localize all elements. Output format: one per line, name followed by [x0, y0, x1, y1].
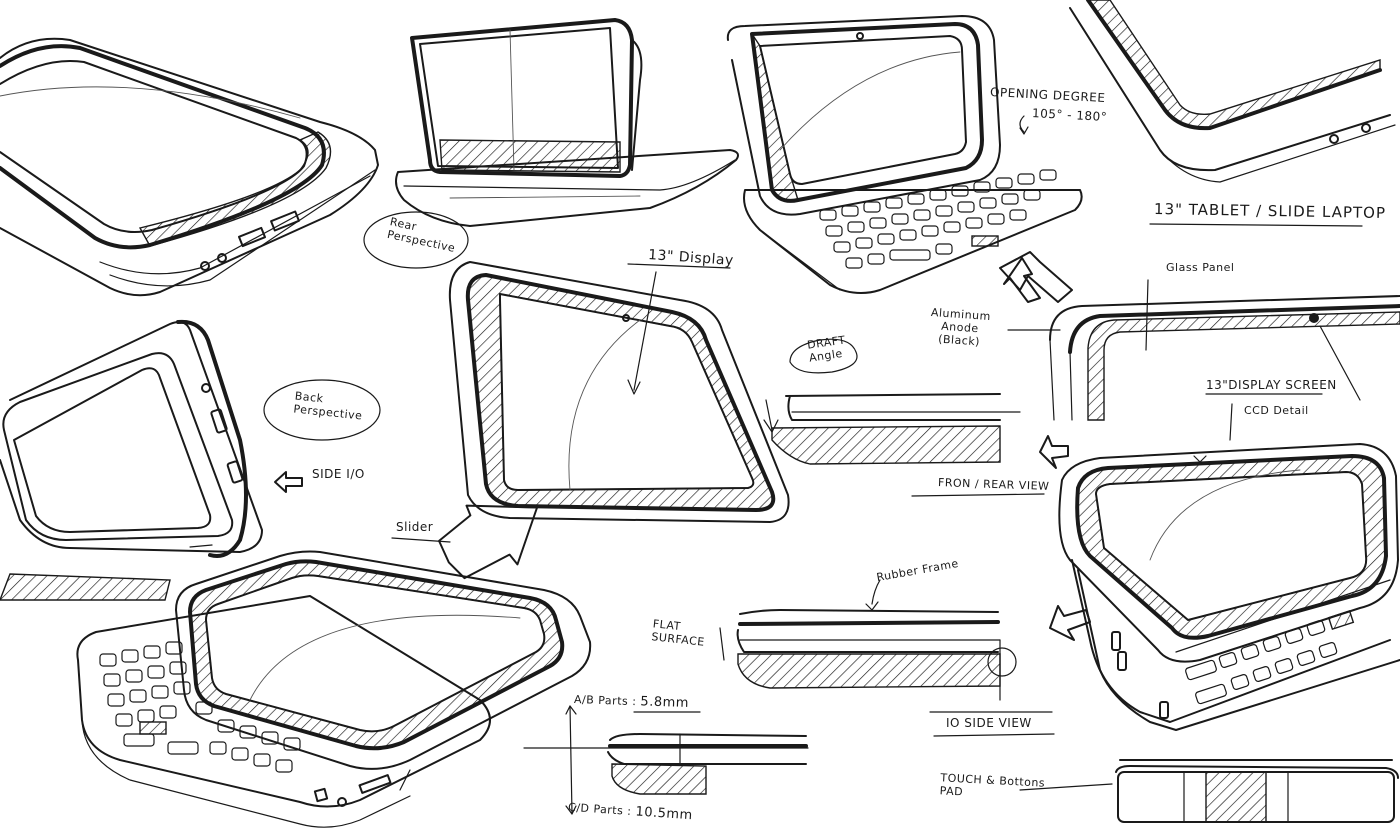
draft-angle-profile-sketch	[763, 393, 1021, 465]
flat-surface-label: FLAT SURFACE	[651, 617, 707, 648]
side-io-label: SIDE I/O	[312, 467, 365, 481]
arrow-front-rear	[1039, 435, 1069, 469]
tablet-back-perspective-sketch	[0, 319, 263, 558]
aluminum-anode-label: Aluminum Anode (Black)	[929, 306, 992, 349]
slide-laptop-open-sketch	[726, 15, 1083, 295]
slider-arrow	[438, 504, 539, 580]
opening-degree-arrow	[1019, 115, 1025, 133]
display-screen-label: 13"DISPLAY SCREEN	[1206, 378, 1337, 392]
tablet-corner-detail-top-right	[1069, 0, 1396, 183]
ccd-detail-label: CCD Detail	[1244, 404, 1309, 417]
ab-parts-label-text: A/B Parts :	[573, 692, 637, 709]
draft-angle-bubble	[789, 338, 858, 374]
ab-parts-value: 5.8mm	[640, 694, 690, 712]
keyboard-keys-top	[819, 169, 1057, 269]
front-rear-underline	[911, 493, 1045, 497]
back-perspective-bubble	[263, 379, 381, 441]
io-side-view-label: IO SIDE VIEW	[946, 716, 1032, 730]
tablet-slide-laptop-underline	[1149, 223, 1363, 227]
rear-perspective-bubble	[363, 211, 469, 269]
io-side-view-profile-sketch	[719, 579, 1017, 701]
glass-panel-label: Glass Panel	[1166, 261, 1235, 274]
draft-angle-label: DRAFT Angle	[806, 333, 848, 364]
slider-label: Slider	[396, 520, 434, 534]
slide-laptop-bottom-right-sketch	[1058, 403, 1400, 731]
tablet-13in-display-sketch	[448, 261, 790, 523]
touch-buttons-pad-sketch	[1019, 759, 1399, 823]
touch-buttons-pad-label: TOUCH & Bottons PAD	[939, 771, 1045, 802]
tablet-top-left-sketch	[0, 37, 379, 297]
arrow-up-left-1	[1003, 257, 1041, 303]
slider-underline	[391, 537, 451, 543]
thickness-parts-profile-sketch	[523, 705, 809, 815]
slide-laptop-bottom-left-sketch	[76, 550, 592, 828]
keyboard-keys-bottom-left	[99, 641, 301, 773]
laptop-rear-perspective-sketch	[395, 18, 739, 227]
arrow-up-left-2	[999, 251, 1073, 303]
io-side-view-box-bottom	[933, 733, 1055, 737]
shadow-hatch-left	[0, 573, 171, 601]
glass-panel-corner-detail	[1007, 279, 1400, 421]
side-io-arrow	[274, 471, 303, 493]
